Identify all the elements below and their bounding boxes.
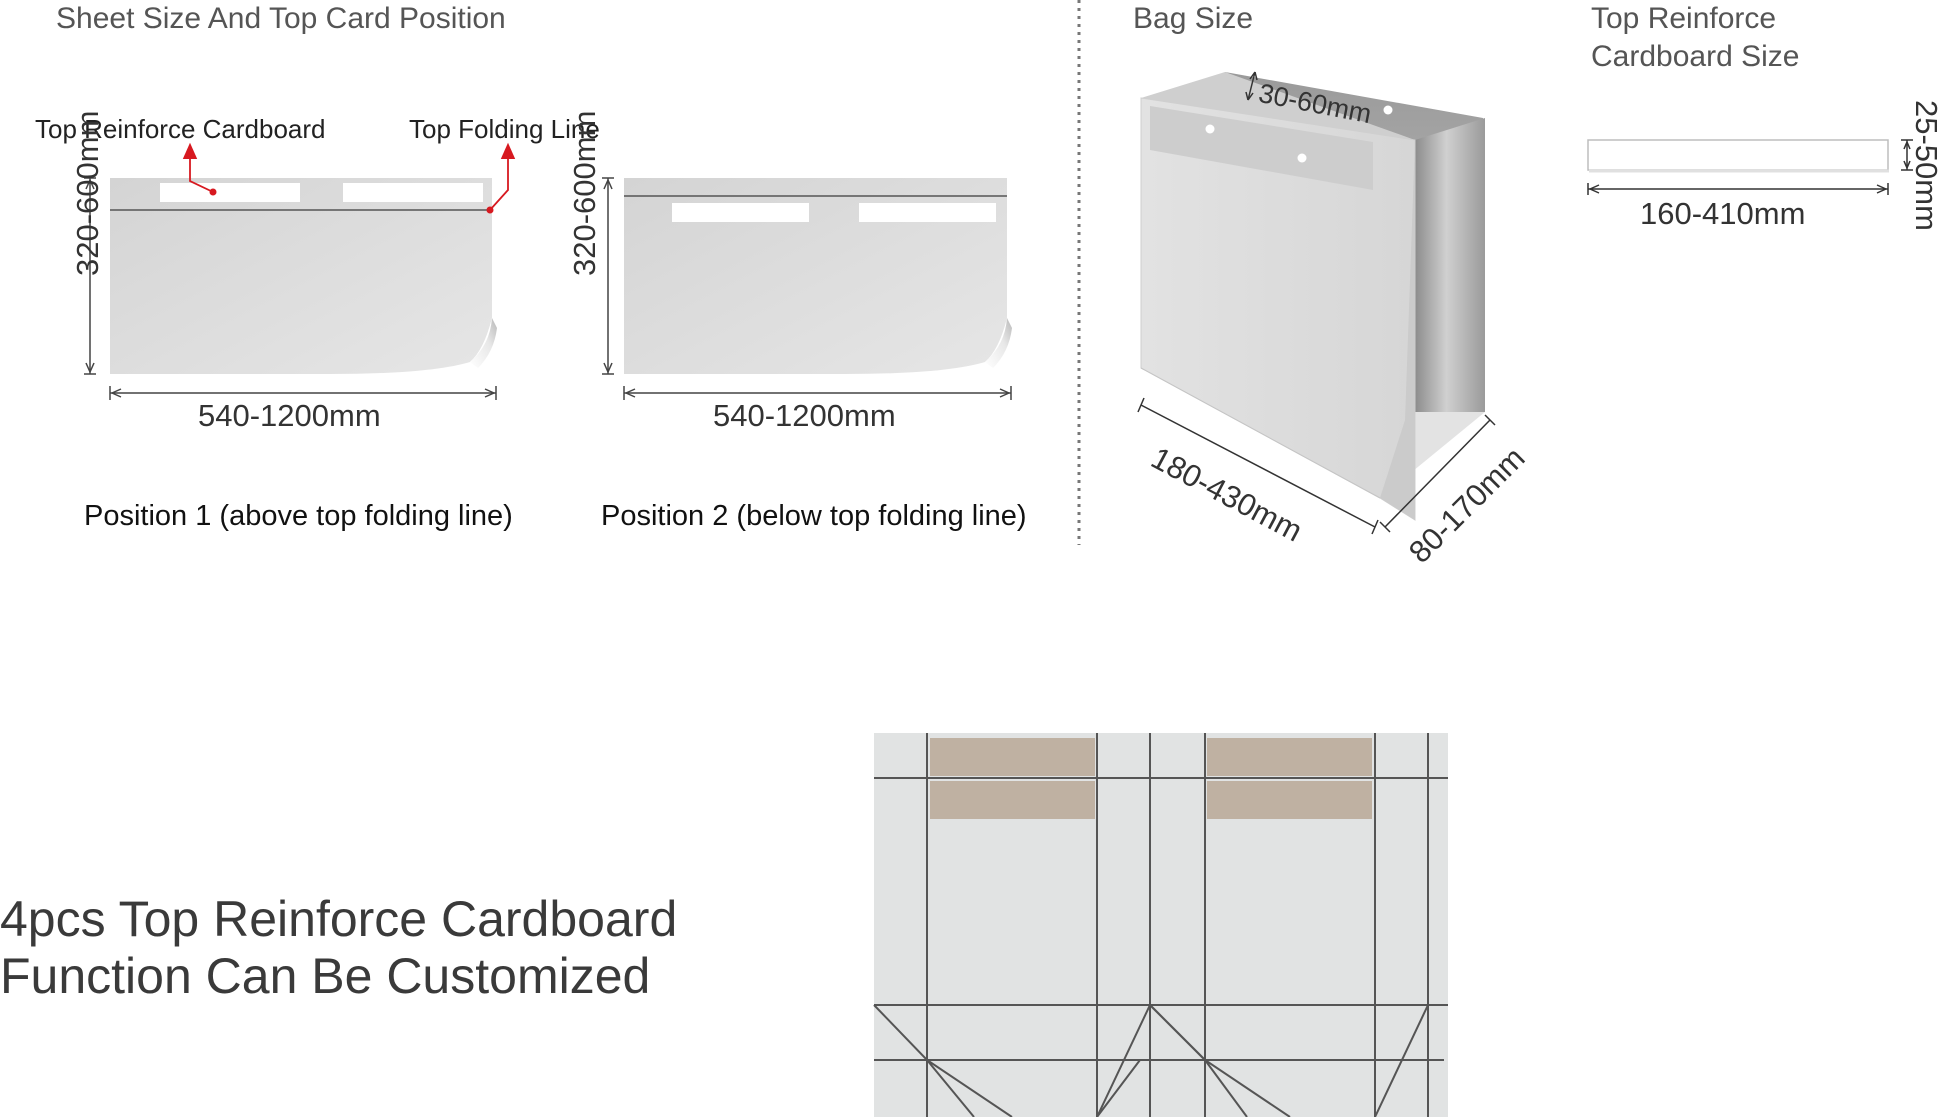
tan-card-4 [1207,781,1372,819]
position1-height-label: 320-600mm [70,110,105,276]
position2-height-label: 320-600mm [567,110,602,276]
bag-section-title: Bag Size [1133,2,1254,35]
position2-width-label: 540-1200mm [713,398,896,433]
tan-card-1 [930,738,1095,776]
card-width-dimension [1587,183,1889,195]
cardboard-strip-2 [343,183,483,202]
callout-folding-label: Top Folding Line [409,114,600,144]
card-width-label: 160-410mm [1640,196,1806,231]
cardboard-strip-1 [160,183,300,202]
callout-folding-line [486,142,516,214]
sheet-position-1 [110,178,497,374]
bag-width-dimension [1137,397,1379,535]
bag-illustration [1140,72,1485,521]
cardboard-strip-3 [672,203,809,222]
position1-caption: Position 1 (above top folding line) [84,500,513,532]
position1-width-label: 540-1200mm [198,398,381,433]
feature-headline-line2: Function Can Be Customized [0,948,651,1004]
card-height-dimension [1901,139,1913,171]
card-section-title-line2: Cardboard Size [1591,40,1800,73]
card-height-label: 25-50mm [1909,100,1944,231]
tan-card-2 [930,781,1095,819]
width-dimension-1 [109,386,497,400]
height-dimension-1 [84,177,96,375]
cardboard-strip-4 [859,203,996,222]
reinforce-card-sample [1587,139,1889,173]
height-dimension-2 [602,177,614,375]
callout-reinforce-label: Top Reinforce Cardboard [35,114,326,144]
width-dimension-2 [623,386,1012,400]
position2-caption: Position 2 (below top folding line) [601,500,1027,532]
callout-reinforce [182,142,217,196]
sheet-position-2 [624,178,1012,374]
bag-top-dimension [1245,71,1258,101]
die-cut-layout [873,733,1448,1117]
feature-headline-line1: 4pcs Top Reinforce Cardboard [0,891,678,947]
sheet-section-title: Sheet Size And Top Card Position [56,2,506,35]
bag-depth-dimension [1379,414,1496,533]
card-section-title-line1: Top Reinforce [1591,2,1777,35]
tan-card-3 [1207,738,1372,776]
